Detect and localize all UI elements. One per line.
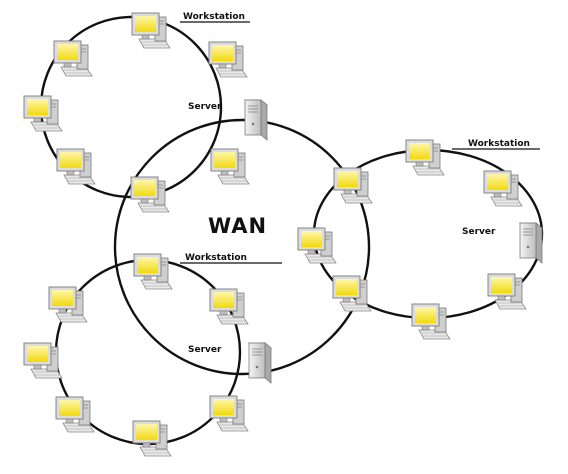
wan-backbone-ring — [113, 118, 371, 376]
workstation-icon — [405, 139, 445, 176]
lan-top: Workstation Server — [23, 12, 268, 213]
workstation-icon — [48, 286, 88, 323]
workstation-icon — [56, 148, 96, 185]
workstation-label: Workstation — [183, 12, 245, 22]
server-icon — [519, 222, 543, 264]
workstation-label: Workstation — [468, 139, 530, 149]
workstation-icon — [483, 170, 523, 207]
workstation-icon — [411, 303, 451, 340]
server-icon — [248, 342, 272, 384]
server-label: Server — [462, 227, 496, 237]
workstation-icon — [210, 148, 250, 185]
workstation-icon — [130, 176, 170, 213]
workstation-icon — [209, 288, 249, 325]
server-icon — [244, 99, 268, 141]
workstation-icon — [333, 167, 373, 204]
workstation-icon — [332, 275, 372, 312]
server-label: Server — [188, 345, 222, 355]
workstation-label: Workstation — [185, 253, 247, 263]
wan-label: WAN — [208, 214, 267, 238]
lan-right: Workstation Server — [297, 139, 543, 340]
workstation-icon — [23, 342, 63, 379]
workstation-icon — [55, 396, 95, 433]
lan-bottom: Workstation Server — [23, 253, 282, 457]
workstation-icon — [133, 253, 173, 290]
workstation-icon — [132, 420, 172, 457]
workstation-icon — [53, 40, 93, 77]
workstation-icon — [131, 12, 171, 49]
workstation-icon — [297, 227, 337, 264]
workstation-icon — [23, 95, 63, 132]
server-label: Server — [188, 102, 222, 112]
workstation-icon — [209, 395, 249, 432]
